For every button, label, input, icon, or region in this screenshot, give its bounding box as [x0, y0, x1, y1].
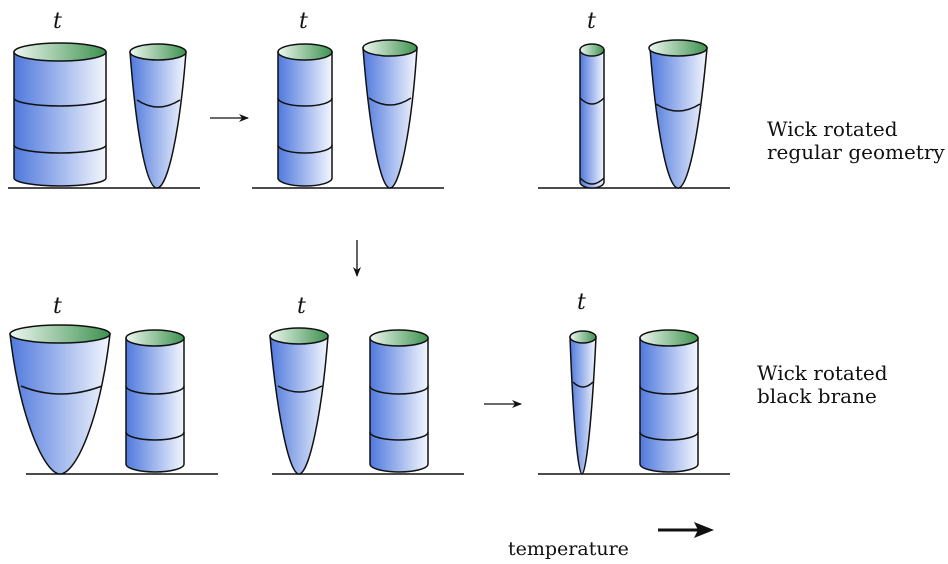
- t-label-bottom-3: t: [577, 290, 586, 315]
- t-label-bottom-1: t: [53, 294, 62, 319]
- bottom-panel-2: [269, 327, 464, 475]
- top-panel-1: [8, 42, 200, 189]
- bottom-panel-1: [9, 324, 218, 475]
- medium-cigar: [269, 327, 329, 475]
- temperature-label: temperature: [508, 538, 629, 560]
- t-label-top-2: t: [299, 9, 308, 34]
- t-label-top-1: t: [53, 9, 62, 34]
- thin-cigar: [569, 330, 597, 475]
- top-panel-2: [252, 39, 444, 189]
- t-label-bottom-2: t: [297, 294, 306, 319]
- thin-cylinder: [579, 43, 605, 189]
- cylinder: [369, 329, 429, 473]
- bottom-panel-3: [538, 329, 730, 475]
- cigar: [129, 43, 187, 189]
- medium-cylinder: [277, 43, 333, 187]
- cylinder: [125, 329, 185, 473]
- row-label-top-line-1: Wick rotated: [767, 117, 898, 141]
- wide-cylinder: [13, 42, 107, 187]
- wide-cigar: [9, 324, 111, 475]
- top-panel-3: [538, 39, 730, 189]
- t-label-top-3: t: [587, 9, 596, 34]
- cigar: [362, 39, 418, 189]
- row-label-bottom-line-2: black brane: [757, 384, 877, 408]
- row-label-bottom-line-1: Wick rotated: [757, 361, 888, 385]
- row-label-top-line-2: regular geometry: [767, 140, 945, 164]
- cigar: [648, 39, 708, 189]
- cylinder: [639, 329, 699, 473]
- temperature-arrow: [658, 522, 714, 538]
